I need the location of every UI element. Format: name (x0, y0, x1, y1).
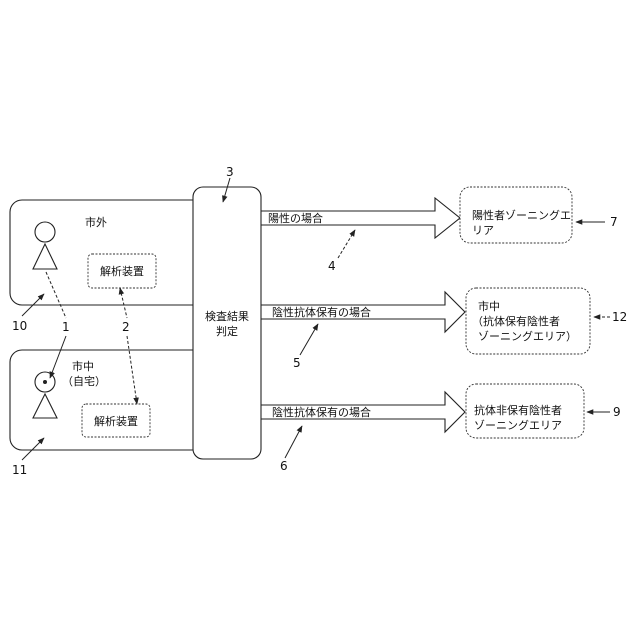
antibody-arrow-label: 陰性抗体保有の場合 (272, 305, 371, 319)
city-zone-label-2: （抗体保有陰性者 (472, 314, 560, 328)
no-antibody-arrow-label: 陰性抗体保有の場合 (272, 405, 371, 419)
judgement-box (193, 187, 261, 459)
ref-6: 6 (280, 459, 288, 473)
positive-arrow-label: 陽性の場合 (268, 211, 323, 225)
no-antibody-zone-label-1: 抗体非保有陰性者 (474, 403, 562, 417)
ref-12: 12 (612, 310, 627, 324)
ref-2: 2 (122, 320, 130, 334)
ref-5: 5 (293, 356, 301, 370)
judgement-label-1: 検査結果 (205, 309, 249, 323)
city-zone-label-1: 市中 (478, 299, 500, 313)
positive-zone-label-2: リア (472, 224, 494, 237)
lead-6 (285, 426, 302, 458)
analysis-device-home-label: 解析装置 (94, 414, 138, 428)
ref-11: 11 (12, 463, 27, 477)
inside-city-label: 市中 (72, 359, 94, 373)
positive-zone-label-1: 陽性者ゾーニングエ (472, 208, 571, 222)
ref-4: 4 (328, 259, 336, 273)
city-zone-label-3: ゾーニングエリア） (478, 329, 577, 343)
no-antibody-zone-label-2: ゾーニングエリア (474, 418, 562, 432)
ref-3: 3 (226, 165, 234, 179)
ref-1: 1 (62, 320, 70, 334)
lead-4 (338, 230, 355, 258)
ref-10: 10 (12, 319, 27, 333)
lead-5 (300, 324, 318, 355)
home-label: （自宅） (62, 374, 106, 388)
judgement-label-2: 判定 (216, 324, 238, 338)
ref-7: 7 (610, 215, 618, 229)
ref-9: 9 (613, 405, 621, 419)
outside-city-label: 市外 (85, 215, 107, 229)
analysis-device-outside-label: 解析装置 (100, 264, 144, 278)
